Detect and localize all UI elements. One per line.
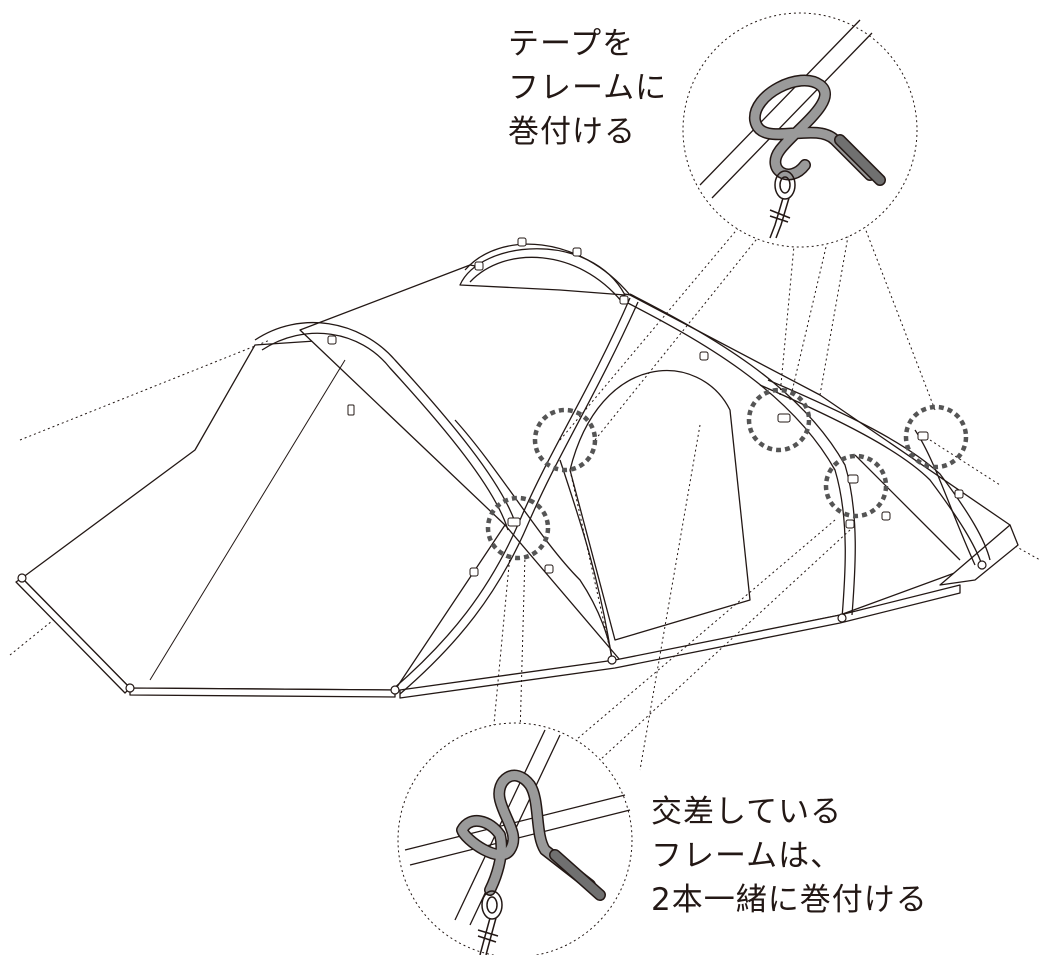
callout-markers [485,387,969,561]
zoom-detail-top [682,12,918,248]
frame-clips [327,237,964,577]
caption-top-line3: 巻付ける [508,114,636,150]
callout-marker [903,404,969,470]
leader-lines [491,214,936,771]
caption-bottom-line1: 交差している [651,794,843,830]
caption-bottom-line3: 2本一緒に巻付ける [651,882,928,918]
callout-marker [532,407,598,473]
caption-top: テープを フレームに 巻付ける [508,22,667,154]
caption-bottom-line2: フレームは、 [651,838,843,874]
caption-bottom: 交差している フレームは、 2本一緒に巻付ける [651,790,928,922]
caption-top-line2: フレームに [508,70,668,106]
callout-marker [746,387,812,453]
caption-top-line1: テープを [508,26,635,62]
pole-feet [17,560,987,695]
callout-marker [485,495,551,561]
tent-body [15,248,1019,699]
zoom-detail-bottom [397,722,633,955]
callout-marker [823,453,889,519]
